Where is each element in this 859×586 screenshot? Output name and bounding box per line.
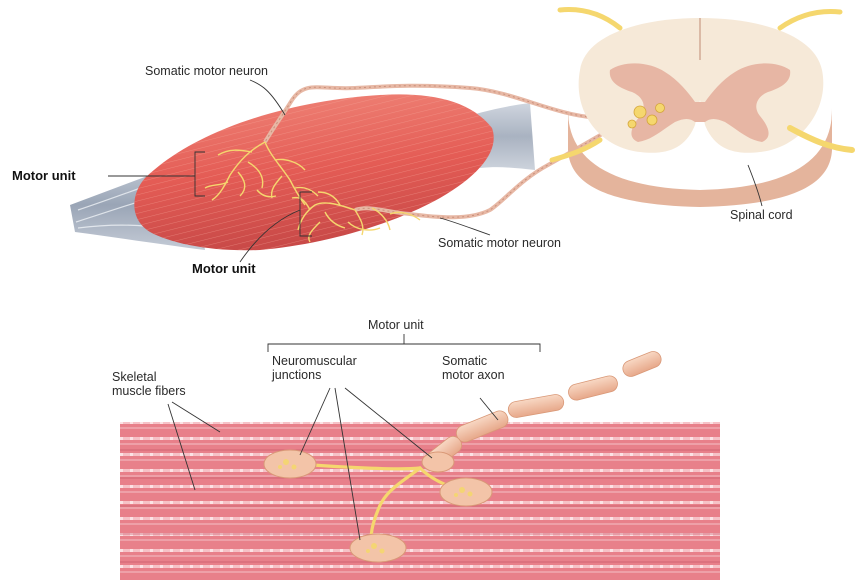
label-neuromuscular-junctions: Neuromuscular junctions bbox=[272, 354, 357, 382]
label-motor-unit-bracket: Motor unit bbox=[368, 318, 424, 332]
label-motor-unit-left: Motor unit bbox=[12, 169, 76, 183]
label-somatic-motor-axon: Somatic motor axon bbox=[442, 354, 505, 382]
label-spinal-cord: Spinal cord bbox=[730, 208, 793, 222]
skeletal-muscle-fibers bbox=[120, 422, 720, 580]
label-motor-unit-lower: Motor unit bbox=[192, 262, 256, 276]
label-somatic-motor-neuron-lower: Somatic motor neuron bbox=[438, 236, 561, 250]
label-somatic-motor-neuron-upper: Somatic motor neuron bbox=[145, 64, 268, 78]
spinal-cord bbox=[552, 10, 852, 207]
label-skeletal-muscle-fibers: Skeletal muscle fibers bbox=[112, 370, 186, 398]
